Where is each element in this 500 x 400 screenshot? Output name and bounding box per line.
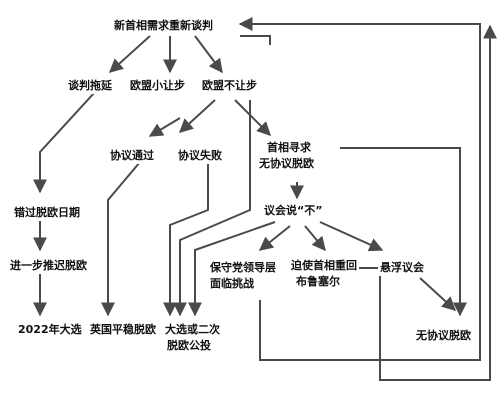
arrow-top-to-talks-stall	[108, 35, 151, 73]
arrow-top-to-eu-none	[194, 35, 223, 74]
arrow-failed-to-election	[163, 162, 209, 317]
node-force-return-line1: 迫使首相重回	[289, 258, 359, 274]
node-eu-concede-little: 欧盟小让步	[128, 78, 187, 94]
node-pm-seek-line1: 首相寻求	[265, 140, 313, 156]
arrow-talks-stall-to-miss-date	[33, 91, 96, 194]
node-election-referendum-line1: 大选或二次	[163, 322, 222, 338]
node-conservative-line2: 面临挑战	[208, 276, 256, 292]
node-election-referendum-line2: 脱欧公投	[165, 338, 213, 354]
node-eu-no-concession: 欧盟不让步	[200, 78, 259, 94]
node-force-return-line2: 布鲁塞尔	[294, 274, 342, 290]
node-election-2022: 2022年大选	[16, 322, 84, 338]
arrow-passed-to-smooth-exit	[101, 161, 141, 317]
arrow-parliament-to-force-return	[304, 225, 326, 252]
node-pm-renegotiate: 新首相需求重新谈判	[112, 18, 215, 34]
node-pm-seek-line2: 无协议脱欧	[257, 156, 316, 172]
node-agreement-passed: 协议通过	[108, 148, 156, 164]
node-agreement-failed: 协议失败	[176, 148, 224, 164]
arrow-conservative-down	[238, 17, 481, 361]
arrow-eu-none-to-election	[173, 100, 251, 317]
node-no-deal-brexit: 无协议脱欧	[414, 328, 473, 344]
arrow-eu-none-to-agreement-failed	[178, 99, 216, 133]
node-hung-parliament: 悬浮议会	[378, 260, 426, 276]
node-parliament-says-no: 议会说“不”	[262, 203, 325, 219]
arrow-eu-none-to-pm-seek	[234, 99, 271, 136]
node-uk-smooth-exit: 英国平稳脱欧	[88, 322, 158, 338]
arrow-eu-none-to-agreement-passed	[148, 117, 181, 137]
node-miss-exit-date: 错过脱欧日期	[12, 205, 82, 221]
arrow-parliament-to-conservative	[258, 225, 291, 251]
arrow-parliament-to-hung	[319, 221, 384, 252]
arrow-hung-to-nodeal	[419, 277, 457, 311]
arrow-force-return-to-top	[355, 24, 497, 381]
node-talks-stall: 谈判拖延	[66, 78, 114, 94]
node-further-delay: 进一步推迟脱欧	[8, 258, 89, 274]
arrow-parliament-to-election	[188, 221, 276, 317]
node-conservative-line1: 保守党领导层	[208, 260, 278, 276]
loop-connector	[240, 35, 271, 45]
arrow-pm-seek-to-nodeal	[340, 147, 467, 317]
